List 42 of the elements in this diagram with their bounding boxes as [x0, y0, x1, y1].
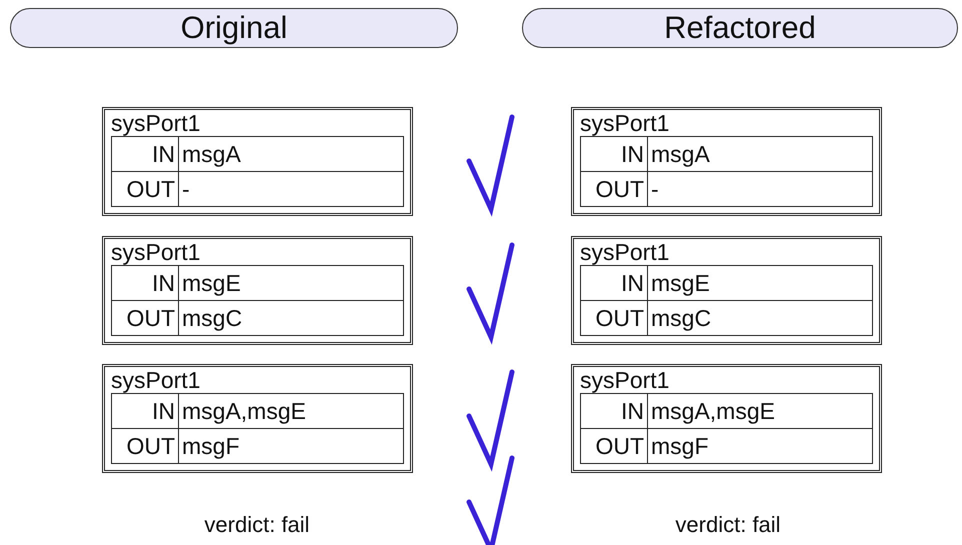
port-name: sysPort1: [580, 110, 670, 136]
direction-cell: IN: [112, 266, 178, 300]
message-cell: msgC: [648, 300, 872, 336]
message-cell: msgE: [648, 266, 872, 300]
port-box: [102, 236, 413, 345]
direction-cell: OUT: [580, 428, 648, 464]
port-box: [571, 107, 882, 216]
port-box: [102, 364, 413, 473]
header-text: Refactored: [664, 10, 816, 46]
direction-cell: OUT: [580, 172, 648, 206]
message-cell: msgC: [178, 300, 404, 336]
port-box: [102, 107, 413, 216]
direction-cell: IN: [580, 136, 648, 172]
port-name: sysPort1: [580, 239, 670, 265]
port-box: [571, 364, 882, 473]
port-name: sysPort1: [111, 239, 202, 265]
direction-cell: OUT: [112, 172, 178, 206]
direction-cell: IN: [112, 394, 178, 428]
message-cell: msgA: [178, 136, 404, 172]
port-name: sysPort1: [111, 367, 202, 393]
port-box: [571, 236, 882, 345]
direction-cell: IN: [112, 136, 178, 172]
direction-cell: IN: [580, 266, 648, 300]
column-header: [522, 8, 958, 48]
direction-cell: IN: [580, 394, 648, 428]
message-cell: msgE: [178, 266, 404, 300]
message-cell: msgA,msgE: [178, 394, 404, 428]
message-cell: msgA: [648, 136, 872, 172]
message-cell: -: [648, 172, 872, 206]
message-cell: msgA,msgE: [648, 394, 872, 428]
direction-cell: OUT: [112, 428, 178, 464]
header-text: Original: [180, 10, 288, 46]
port-name: sysPort1: [111, 110, 202, 136]
direction-cell: OUT: [112, 300, 178, 336]
message-cell: -: [178, 172, 404, 206]
port-name: sysPort1: [580, 367, 670, 393]
direction-cell: OUT: [580, 300, 648, 336]
verdict-text: verdict: fail: [674, 512, 782, 538]
message-cell: msgF: [178, 428, 404, 464]
verdict-text: verdict: fail: [203, 512, 311, 538]
message-cell: msgF: [648, 428, 872, 464]
column-header: [10, 8, 458, 48]
